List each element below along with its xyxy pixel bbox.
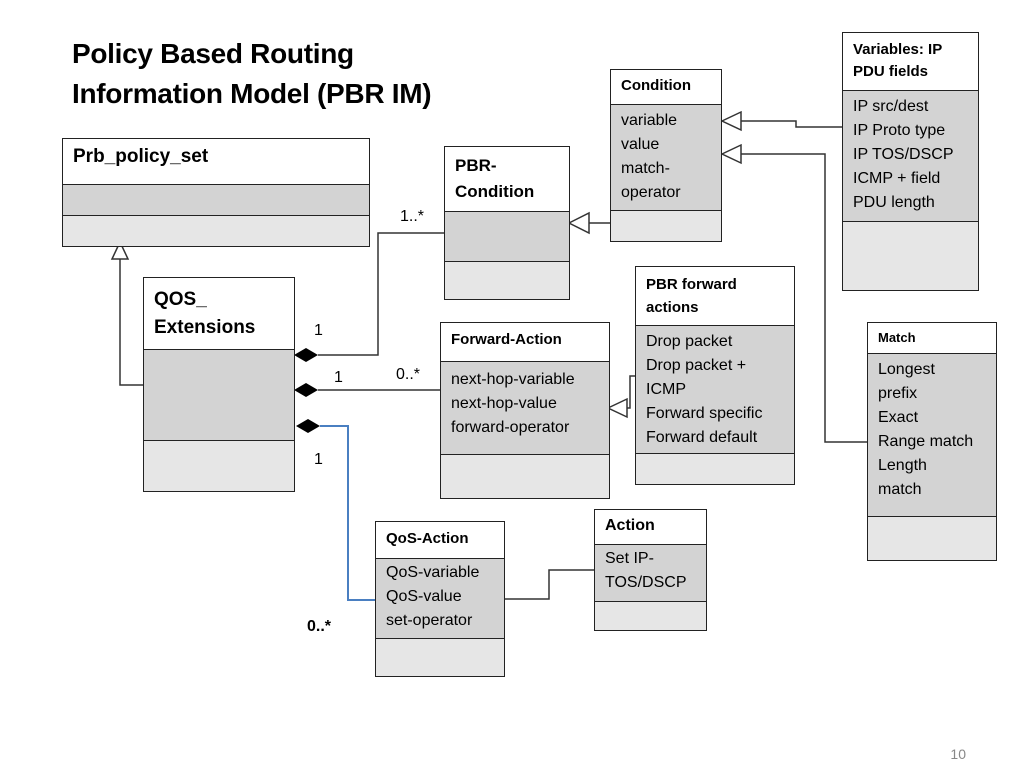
assoc-qos-action-to-action [505,569,595,600]
multiplicity-qos-far: 0..* [307,618,332,635]
composition-diamond-2 [294,383,318,397]
title-line-1: Policy Based Routing [72,38,354,69]
class-name: QoS-Action [386,530,469,547]
operations-section [595,602,706,630]
multiplicity-forward-near: 1 [334,369,343,386]
class-name-line-1: QOS_ [154,289,207,310]
class-name: Action [605,517,655,534]
title-line-2: Information Model (PBR IM) [72,78,432,109]
attributes-section: Drop packet Drop packet + ICMP Forward s… [636,326,794,454]
attribute: Set IP- [605,550,654,567]
operations-section [144,441,294,491]
attribute: Exact [878,409,919,426]
inherit-arrow-condition-1 [567,211,590,235]
inherit-variables-to-condition [741,120,843,128]
operations-section [441,455,609,498]
attributes-section: IP src/dest IP Proto type IP TOS/DSCP IC… [843,91,978,222]
inherit-qos-to-policy-set [119,258,143,386]
class-name-line-2: Condition [455,182,535,201]
attribute: next-hop-value [451,395,557,412]
attribute: IP src/dest [853,98,929,115]
operations-section [445,262,569,299]
attributes-section [144,350,294,441]
attribute: match [878,481,922,498]
attribute: next-hop-variable [451,371,575,388]
page-number: 10 [950,746,966,762]
class-pbr-condition[interactable]: PBR- Condition [444,146,570,300]
multiplicity-condition-far: 1..* [400,208,425,225]
class-action[interactable]: Action Set IP- TOS/DSCP [594,509,707,631]
attribute: operator [621,184,681,201]
class-name-line-1: PBR- [455,156,497,175]
attribute: Length [878,457,927,474]
class-condition[interactable]: Condition variable value match- operator [610,69,722,242]
inherit-pbrfwd-to-forward-action [627,375,636,409]
inherit-arrow-condition-3 [720,143,742,165]
attribute: forward-operator [451,419,570,436]
class-name: Prb_policy_set [73,146,209,167]
attribute: Range match [878,433,974,450]
class-name: Condition [621,77,691,94]
attribute: QoS-variable [386,564,480,581]
assoc-qos-pbr-condition [318,232,447,356]
attribute: ICMP [646,381,686,398]
attribute: match- [621,160,670,177]
slide-title: Policy Based Routing Information Model (… [72,34,432,114]
composition-diamond-3 [296,419,320,433]
operations-section [376,639,504,676]
class-name-line-1: Variables: IP [853,41,943,58]
attribute: Longest [878,361,935,378]
class-match[interactable]: Match Longest prefix Exact Range match L… [867,322,997,561]
class-name-line-1: PBR forward [646,276,737,293]
attributes-section: next-hop-variable next-hop-value forward… [441,362,609,455]
attributes-section: QoS-variable QoS-value set-operator [376,559,504,639]
attribute: IP Proto type [853,122,946,139]
operations-section [636,454,794,484]
attribute: Forward default [646,429,758,446]
class-qos-action[interactable]: QoS-Action QoS-variable QoS-value set-op… [375,521,505,677]
multiplicity-condition-near: 1 [314,322,323,339]
attribute: PDU length [853,194,935,211]
attributes-section: Set IP- TOS/DSCP [595,545,706,602]
attribute: Forward specific [646,405,763,422]
attributes-section [63,185,369,216]
class-name: Match [878,330,916,345]
attribute: prefix [878,385,918,402]
class-prb-policy-set[interactable]: Prb_policy_set [62,138,370,247]
attribute: Drop packet [646,333,733,350]
attribute: variable [621,112,678,129]
inherit-match-to-condition [741,153,867,443]
class-qos-extensions[interactable]: QOS_ Extensions [143,277,295,492]
class-variables-ip-pdu-fields[interactable]: Variables: IP PDU fields IP src/dest IP … [842,32,979,291]
attribute: ICMP + field [853,170,941,187]
attribute: set-operator [386,612,473,629]
inherit-arrow-condition-2 [720,110,742,132]
operations-section [63,216,369,246]
multiplicity-qos-near: 1 [314,451,323,468]
class-name-line-2: PDU fields [853,63,929,80]
inherit-arrow-forward-action [606,397,628,419]
multiplicity-forward-far: 0..* [396,366,421,383]
class-name-line-2: Extensions [154,317,256,338]
class-name-line-2: actions [646,299,699,316]
class-pbr-forward-actions[interactable]: PBR forward actions Drop packet Drop pac… [635,266,795,485]
attribute: IP TOS/DSCP [853,146,954,163]
inherit-arrow-policy-set [110,240,130,260]
attributes-section: Longest prefix Exact Range match Length … [868,354,996,517]
attribute: Drop packet + [646,357,747,374]
operations-section [868,517,996,560]
operations-section [843,222,978,290]
attribute: QoS-value [386,588,462,605]
class-forward-action[interactable]: Forward-Action next-hop-variable next-ho… [440,322,610,499]
class-name: Forward-Action [451,331,562,348]
attribute: TOS/DSCP [605,574,687,591]
attributes-section: variable value match- operator [611,105,721,211]
assoc-qos-qos-action [320,425,375,601]
attributes-section [445,212,569,262]
attribute: value [621,136,660,153]
composition-diamond-1 [294,348,318,362]
operations-section [611,211,721,241]
